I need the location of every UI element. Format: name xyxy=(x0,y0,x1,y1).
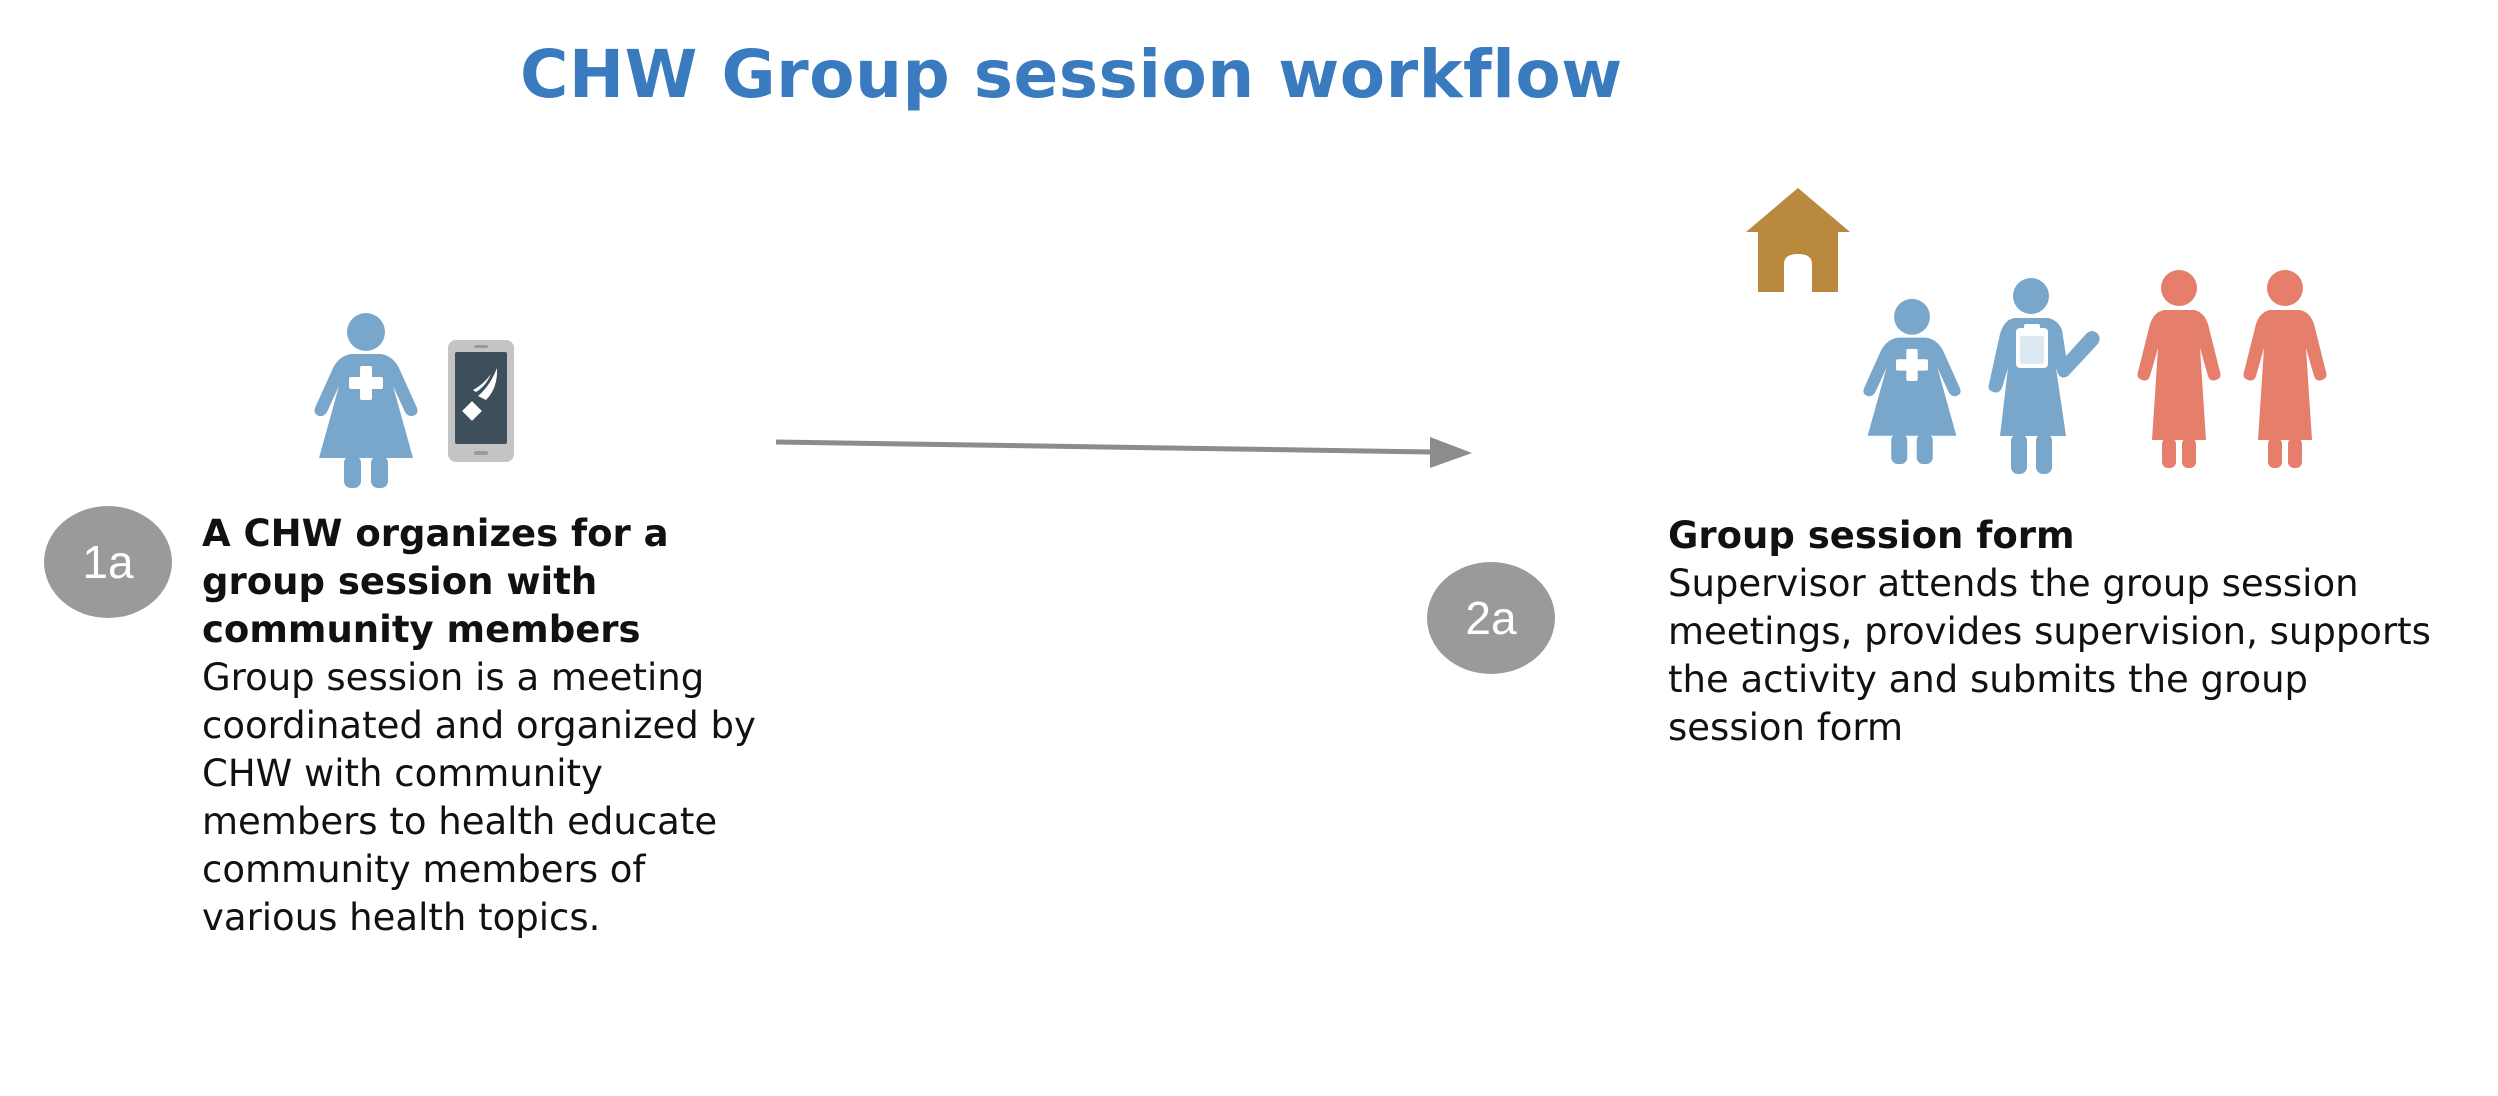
community-member-icon xyxy=(2243,270,2327,468)
mobile-phone-icon xyxy=(448,340,514,462)
step-text: A CHW organizes for a group session with… xyxy=(202,510,782,942)
step-heading: Group session form xyxy=(1668,514,2075,557)
step-description: Supervisor attends the group session mee… xyxy=(1668,562,2431,749)
step-text: Group session form Supervisor attends th… xyxy=(1668,512,2438,752)
step-badge: 1a xyxy=(44,506,172,618)
step-heading: A CHW organizes for a group session with… xyxy=(202,512,669,651)
arrow-right-icon xyxy=(775,437,1472,468)
supervisor-icon xyxy=(1988,278,2100,474)
chw-icon xyxy=(1863,298,1961,465)
community-member-icon xyxy=(2137,270,2221,468)
step-badge: 2a xyxy=(1427,562,1555,674)
step-description: Group session is a meeting coordinated a… xyxy=(202,656,756,939)
chw-icon xyxy=(314,313,418,488)
house-icon xyxy=(1746,188,1850,292)
page-title: CHW Group session workflow xyxy=(520,36,1623,113)
